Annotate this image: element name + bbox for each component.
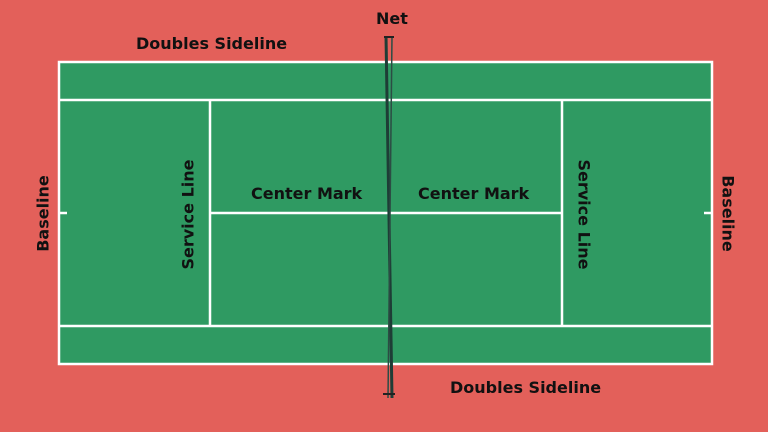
baseline-left-label: Baseline bbox=[33, 175, 53, 252]
service-line-right-label: Service Line bbox=[574, 159, 594, 270]
doubles-sideline-bottom-label: Doubles Sideline bbox=[450, 378, 602, 397]
net bbox=[383, 35, 395, 399]
center-mark-right-label: Center Mark bbox=[418, 184, 530, 203]
net-label: Net bbox=[376, 9, 408, 28]
doubles-sideline-top-label: Doubles Sideline bbox=[136, 34, 288, 53]
baseline-right-label: Baseline bbox=[718, 175, 738, 252]
center-mark-left-label: Center Mark bbox=[251, 184, 363, 203]
service-line-left-label: Service Line bbox=[178, 159, 198, 270]
